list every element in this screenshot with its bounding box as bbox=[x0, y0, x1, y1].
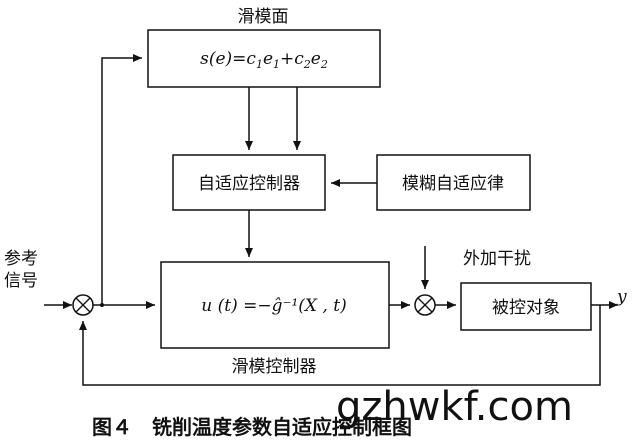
feedback-arrow bbox=[79, 305, 601, 386]
adaptive-controller-label: 自适应控制器 bbox=[198, 174, 300, 194]
sliding-surface-block bbox=[147, 29, 381, 88]
disturbance-label: 外加干扰 bbox=[463, 249, 531, 269]
branch-point bbox=[100, 303, 104, 307]
summing-junction-disturbance bbox=[414, 294, 436, 316]
fuzzy-adaptive-law-label: 模糊自适应律 bbox=[402, 174, 504, 194]
watermark: gzhwkf.com bbox=[336, 384, 573, 430]
output-label: y bbox=[616, 287, 627, 307]
reference-signal-label-line2: 信号 bbox=[4, 271, 38, 291]
sliding-mode-control-law: u (t) =−ĝ⁻¹(X , t) bbox=[201, 296, 346, 316]
summing-junction-error bbox=[72, 294, 94, 316]
reference-signal-label-line1: 参考 bbox=[4, 249, 38, 269]
error-to-surface-arrow bbox=[101, 54, 142, 305]
sliding-surface-title: 滑模面 bbox=[238, 7, 289, 27]
sliding-mode-controller-caption: 滑模控制器 bbox=[232, 357, 317, 377]
plant-label: 被控对象 bbox=[492, 298, 560, 318]
sliding-surface-formula: s(e)=c1e1+c2e2 bbox=[200, 49, 328, 71]
figure-caption: 图４ 铣削温度参数自适应控制框图 bbox=[92, 415, 412, 439]
plant-block bbox=[460, 282, 592, 331]
